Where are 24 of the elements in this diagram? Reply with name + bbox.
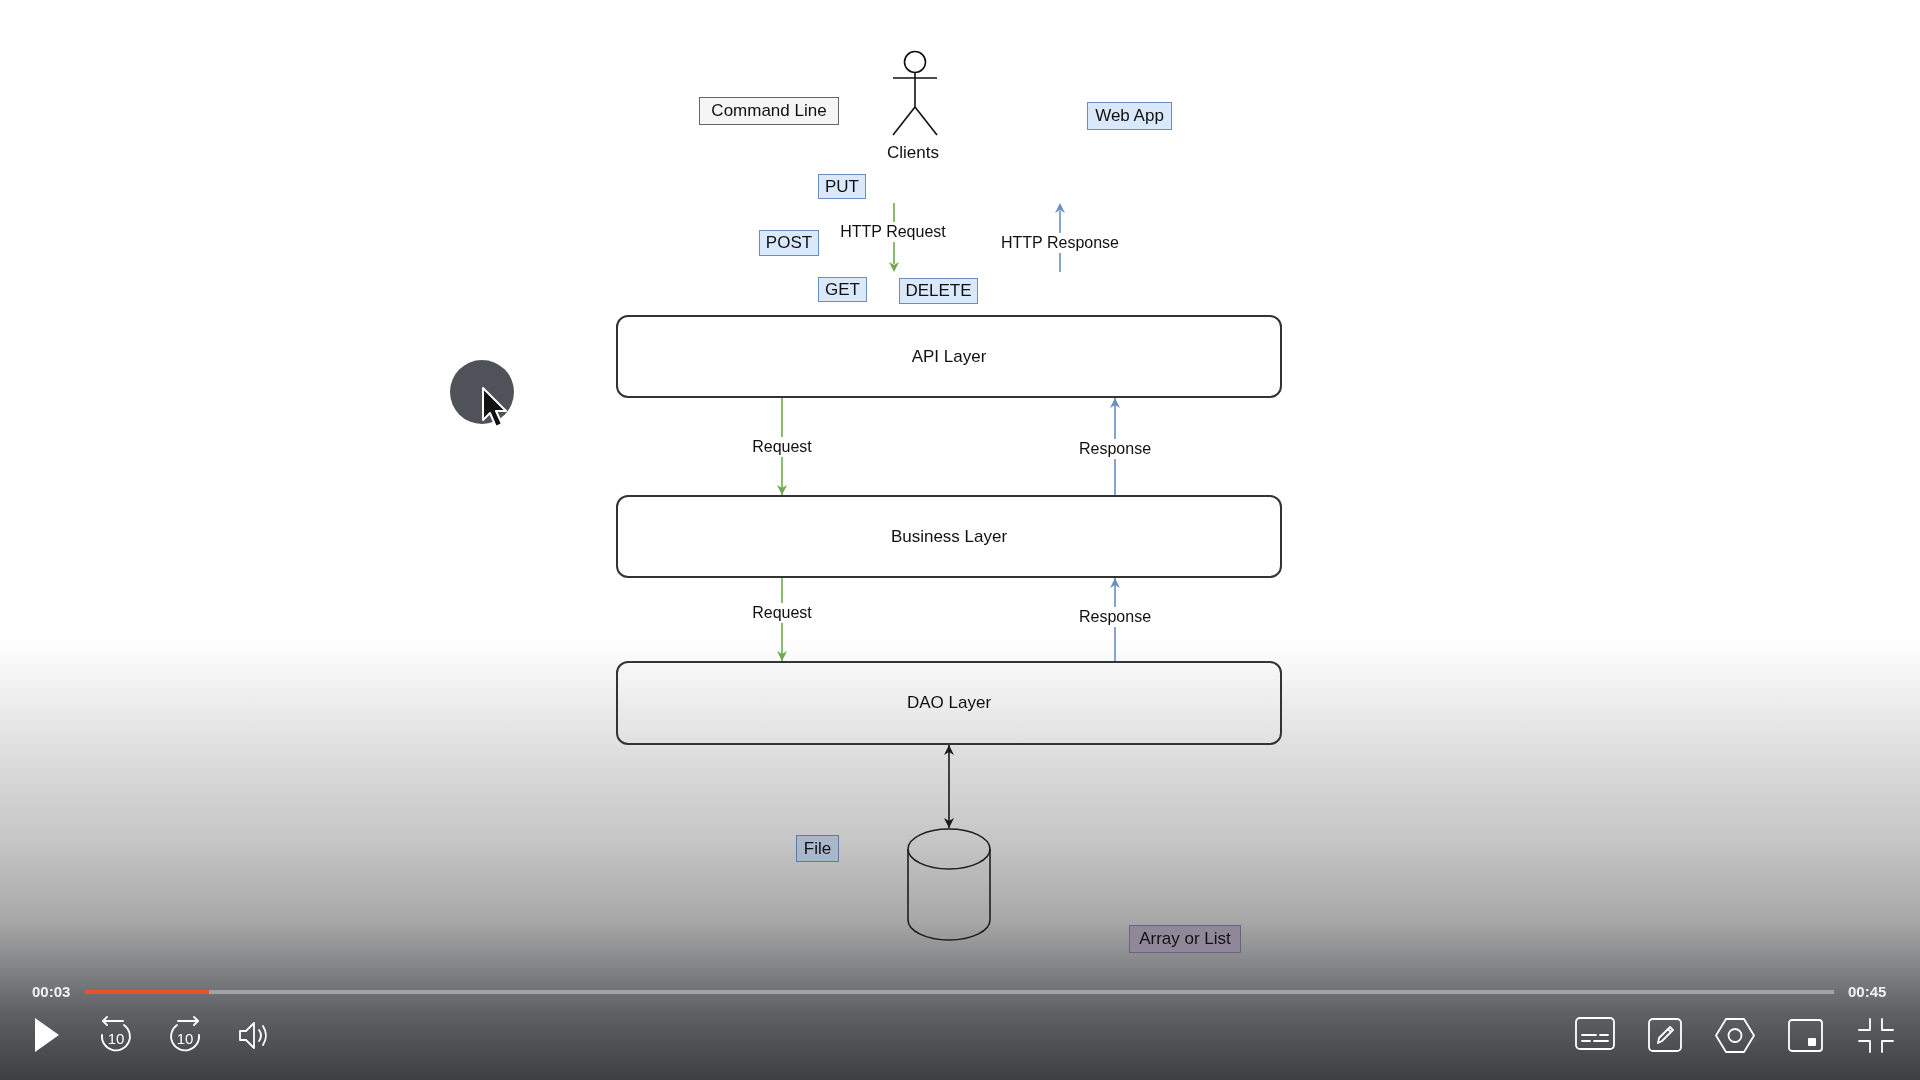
layer-box: API Layer <box>616 315 1282 398</box>
arrow <box>944 744 954 829</box>
actor-label: Clients <box>886 143 940 163</box>
http-method-tag: DELETE <box>899 278 978 304</box>
http-method-tag: POST <box>759 230 819 256</box>
edge-label: Response <box>1077 439 1153 459</box>
client-type-tag: Web App <box>1087 102 1172 130</box>
http-method-tag: GET <box>818 277 867 302</box>
layer-box: DAO Layer <box>616 661 1282 745</box>
database-cylinder <box>907 828 991 941</box>
skip-forward-button: 10 <box>168 1016 202 1052</box>
edge-label: Request <box>750 437 814 457</box>
total-duration: 00:45 <box>1848 983 1887 1000</box>
storage-tag: Array or List <box>1129 925 1241 953</box>
flow-label: HTTP Request <box>838 222 948 242</box>
storage-tag: File <box>796 835 839 862</box>
elapsed-time: 00:03 <box>32 983 71 1000</box>
skip-back-button: 10 <box>99 1016 133 1052</box>
http-method-tag: PUT <box>818 174 866 199</box>
client-type-tag: Command Line <box>699 97 839 125</box>
edge-label: Response <box>1077 607 1153 627</box>
edge-label: Request <box>750 603 814 623</box>
layer-box: Business Layer <box>616 495 1282 578</box>
flow-label: HTTP Response <box>999 233 1121 253</box>
